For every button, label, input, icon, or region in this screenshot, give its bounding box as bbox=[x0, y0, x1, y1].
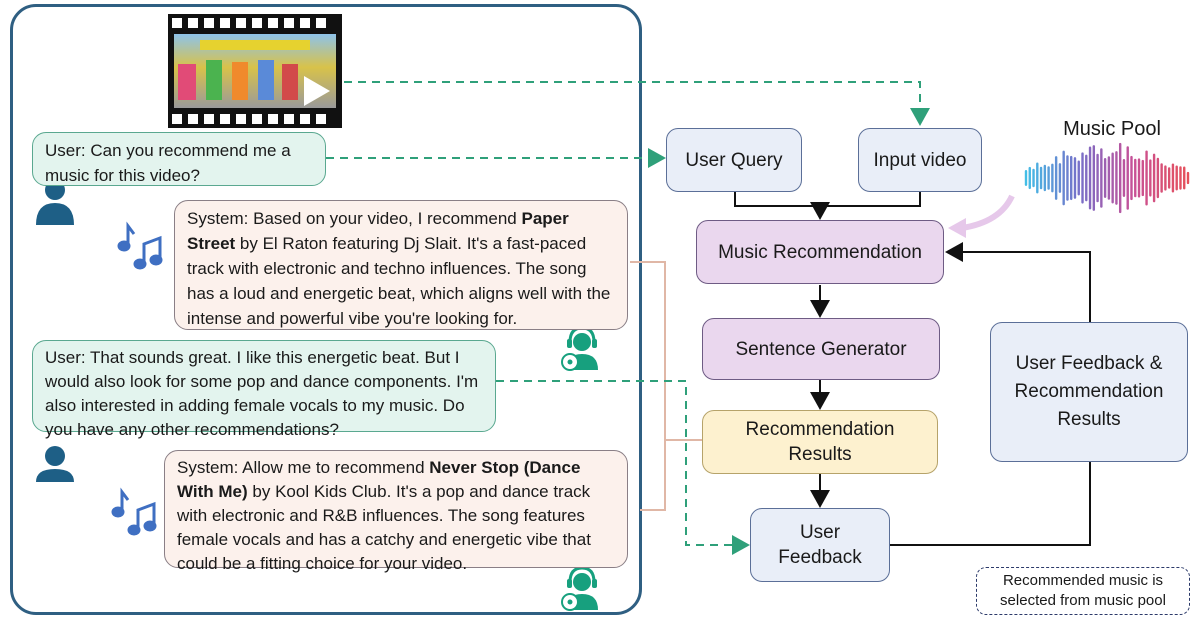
waveform-icon bbox=[1024, 142, 1190, 214]
music-pool-note-text: Recommended music is selected from music… bbox=[1000, 572, 1166, 609]
system-message-2-text: System: Allow me to recommend bbox=[177, 458, 430, 477]
result-connector bbox=[630, 261, 702, 511]
pipeline-arrows bbox=[734, 192, 1091, 546]
music-note-icon bbox=[117, 221, 163, 270]
user-message-2: User: That sounds great. I like this ene… bbox=[32, 340, 496, 439]
user-query-box: User Query bbox=[666, 128, 802, 192]
feedback-results-box: User Feedback & Recommendation Results bbox=[990, 322, 1188, 462]
system-message-2: System: Allow me to recommend Never Stop… bbox=[164, 450, 628, 573]
dashed-arrows bbox=[326, 81, 930, 555]
music-recommendation-label: Music Recommendation bbox=[718, 241, 922, 263]
user-feedback-label: User Feedback bbox=[778, 522, 862, 568]
recommended-song-2: Never Stop (Dance With Me) bbox=[177, 458, 581, 501]
recommended-song-1: Paper Street bbox=[187, 209, 569, 253]
feedback-results-label: User Feedback & Recommendation Results bbox=[1014, 353, 1164, 430]
music-pool-title: Music Pool bbox=[1063, 118, 1161, 140]
dj-headphones-icon bbox=[561, 566, 598, 611]
system-message-1: System: Based on your video, I recommend… bbox=[174, 200, 628, 330]
user-feedback-box: User Feedback bbox=[750, 508, 890, 582]
system-message-2-text-cont: by Kool Kids Club. It's a pop and dance … bbox=[177, 482, 591, 573]
system-message-1-text: System: Based on your video, I recommend bbox=[187, 209, 522, 228]
music-recommendation-box: Music Recommendation bbox=[696, 220, 944, 284]
dj-headphones-icon bbox=[561, 326, 598, 371]
music-note-icon bbox=[111, 487, 157, 536]
user-message-1: User: Can you recommend me a music for t… bbox=[32, 132, 326, 186]
system-message-1-text-cont: by El Raton featuring Dj Slait. It's a f… bbox=[187, 234, 611, 328]
user-message-2-text: User: That sounds great. I like this ene… bbox=[45, 348, 479, 439]
music-pool-note: Recommended music is selected from music… bbox=[976, 567, 1190, 615]
recommendation-results-label: Recommendation Results bbox=[745, 419, 895, 465]
film-strip-icon bbox=[168, 14, 342, 128]
pool-arrow bbox=[948, 194, 1015, 238]
input-video-box: Input video bbox=[858, 128, 982, 192]
sentence-generator-box: Sentence Generator bbox=[702, 318, 940, 380]
user-message-1-text: User: Can you recommend me a music for t… bbox=[45, 141, 291, 185]
user-icon bbox=[36, 446, 74, 482]
input-video-label: Input video bbox=[873, 149, 967, 171]
sentence-generator-label: Sentence Generator bbox=[735, 338, 907, 360]
chat-panel bbox=[10, 4, 642, 615]
recommendation-results-box: Recommendation Results bbox=[702, 410, 938, 474]
play-icon bbox=[304, 76, 330, 106]
user-query-label: User Query bbox=[685, 149, 783, 171]
